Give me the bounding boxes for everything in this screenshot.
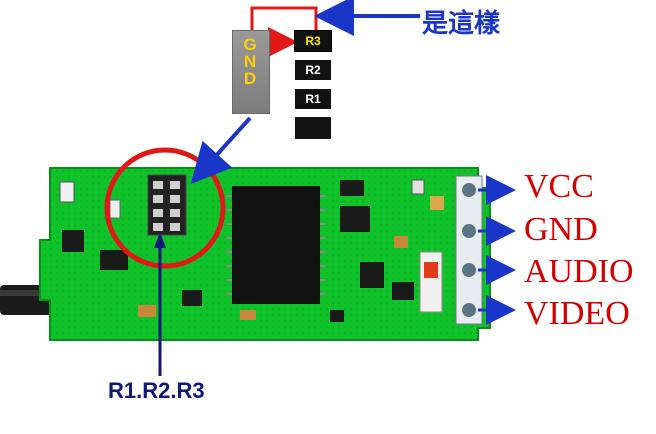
- gnd-pad-label: G N D: [240, 36, 260, 87]
- label-video: VIDEO: [524, 297, 630, 331]
- resistor-label: R1.R2.R3: [108, 378, 205, 404]
- pin-r2: R2: [295, 60, 331, 80]
- label-audio: AUDIO: [524, 255, 634, 289]
- pin-blank: [295, 117, 331, 139]
- output-pins: [456, 176, 482, 324]
- label-vcc: VCC: [524, 170, 594, 204]
- label-gnd: GND: [524, 213, 598, 247]
- main-chip: [232, 186, 320, 304]
- pin-r3: R3: [295, 31, 331, 51]
- jumper-bracket: [252, 8, 316, 30]
- pin-r1: R1: [295, 89, 331, 109]
- callout-text: 是這樣: [422, 3, 500, 40]
